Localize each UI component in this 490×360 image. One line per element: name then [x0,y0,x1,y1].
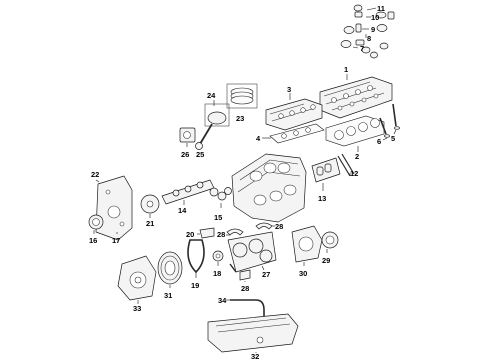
callout-13: 13 [318,194,326,203]
dipstick-tube [230,299,265,318]
callout-17: 17 [112,236,120,245]
front-seal [88,214,104,230]
cylinder-head [319,76,393,119]
callout-4: 4 [256,134,261,143]
callout-29: 29 [322,256,330,265]
crank-sprocket [212,250,224,262]
callout-8: 8 [367,34,371,43]
callout-28b: 28 [275,222,283,231]
callout-7: 7 [360,44,364,53]
callout-32: 32 [251,352,259,360]
callout-28c: 28 [241,284,249,293]
callout-12: 12 [350,169,358,178]
callout-27: 27 [262,270,270,279]
callout-6: 6 [377,137,381,146]
water-pump [117,255,157,301]
callout-11: 11 [377,4,385,13]
callout-20: 20 [186,230,194,239]
callout-33: 33 [133,304,141,313]
callout-9: 9 [371,25,375,34]
crankshaft [227,231,277,273]
engine-block [231,153,307,223]
callout-19: 19 [191,281,199,290]
callout-26: 26 [181,150,189,159]
ring-set-box [226,83,258,109]
valves [379,103,400,138]
callout-16: 16 [89,236,97,245]
callout-34: 34 [218,296,227,305]
callout-24: 24 [207,91,216,100]
valvetrain-small-parts: 11 10 9 8 7 [340,4,395,59]
callout-23: 23 [236,114,244,123]
lifter-assembly [311,157,341,183]
cam-sprocket [140,194,160,214]
callout-18: 18 [213,269,221,278]
head-gasket [325,115,385,147]
callout-3: 3 [287,85,291,94]
rear-main-seal [321,231,339,249]
timing-cover [95,175,133,241]
intake-gasket [269,123,325,144]
timing-chain [187,239,205,274]
callout-2: 2 [355,152,359,161]
oil-pan [207,313,299,353]
camshaft [161,179,215,205]
callout-10: 10 [371,13,379,22]
rear-seal-housing [291,225,323,263]
callout-31: 31 [164,291,172,300]
callout-22: 22 [91,170,99,179]
cylinder-head-left [265,98,323,131]
callout-5: 5 [391,134,395,143]
bearing-shell-top [226,228,244,236]
callout-14: 14 [178,206,187,215]
callout-28a: 28 [217,230,225,239]
harmonic-balancer [157,251,183,285]
thrust-washer [239,269,251,281]
callout-21: 21 [146,219,154,228]
cam-bearings [209,187,232,201]
bearing-shell-upper [255,222,273,230]
callout-1: 1 [344,65,348,74]
callout-25: 25 [196,150,204,159]
rocker-arm-part [340,4,395,59]
pushrods [337,153,355,177]
rod-bearing [179,127,196,143]
callout-30: 30 [299,269,307,278]
timing-tensioner [199,227,215,239]
callout-15: 15 [214,213,222,222]
piston-and-rod [195,103,230,150]
piston-rings [230,87,254,105]
